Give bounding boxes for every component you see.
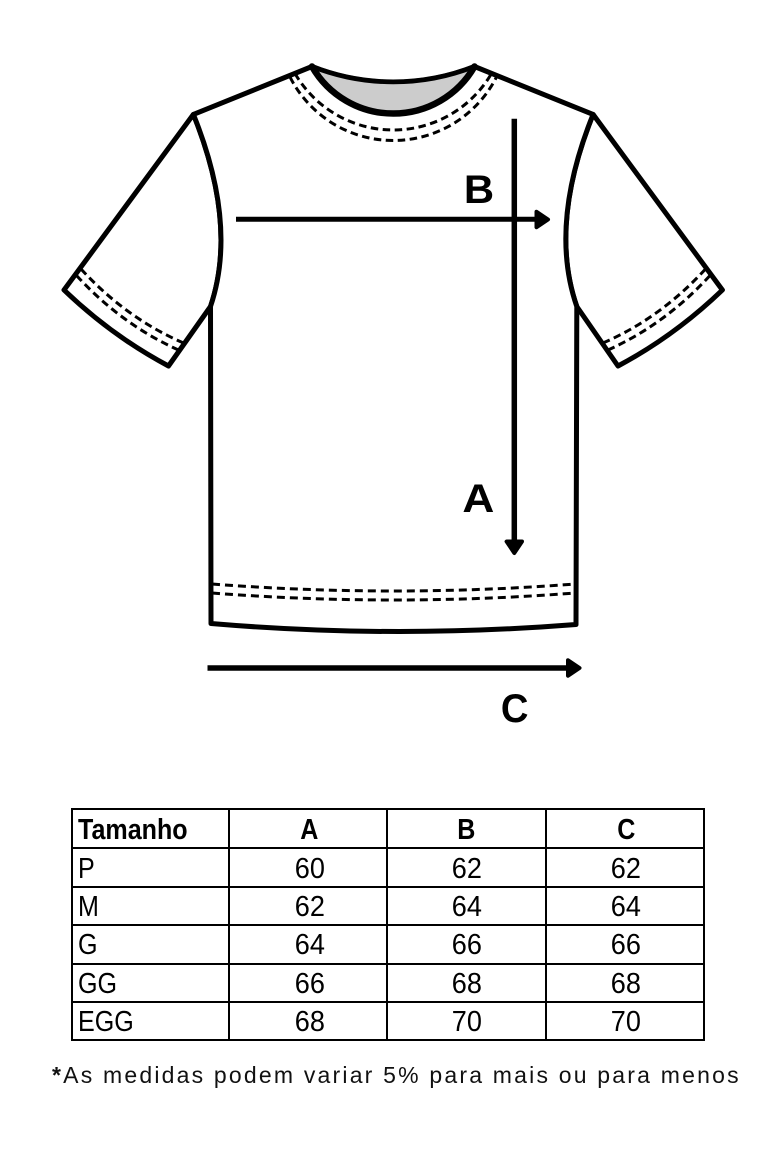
svg-text:C: C xyxy=(501,687,529,731)
svg-text:B: B xyxy=(464,167,494,212)
svg-text:A: A xyxy=(462,476,494,520)
